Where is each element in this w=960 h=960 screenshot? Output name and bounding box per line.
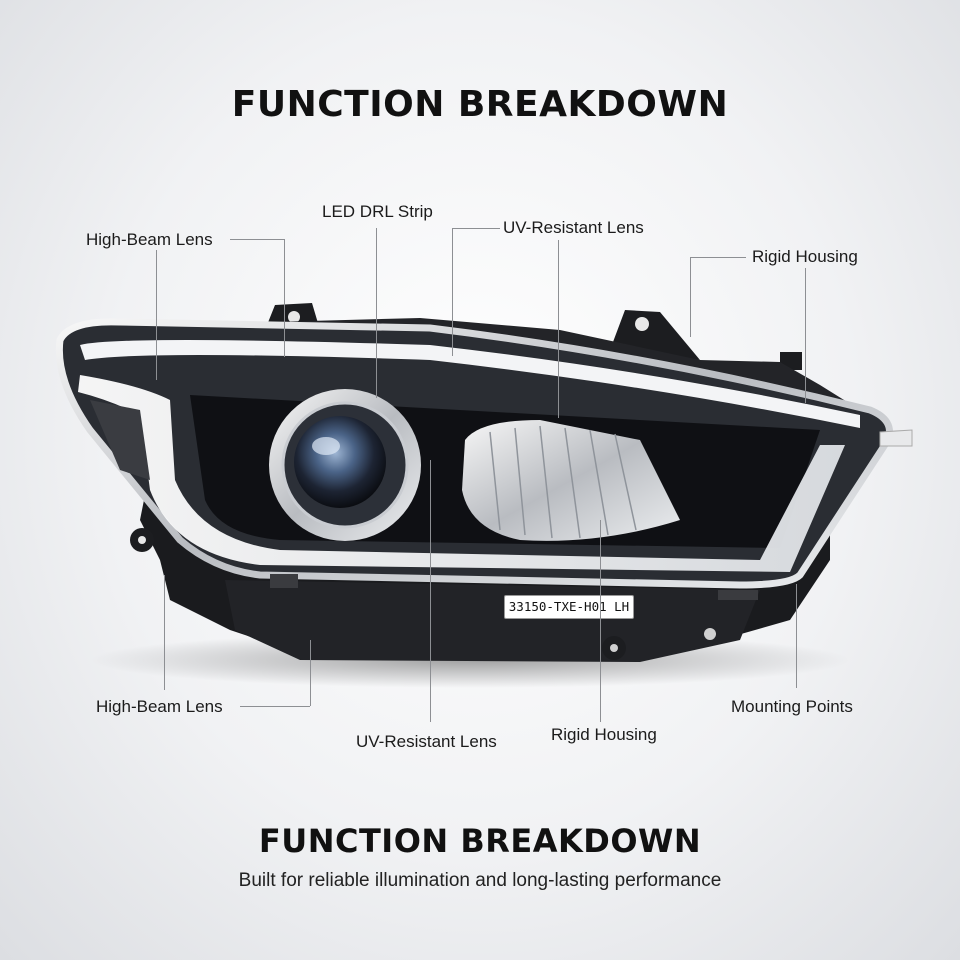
mounting-hole — [288, 311, 300, 323]
leader-line — [430, 460, 431, 722]
leader-line — [452, 228, 500, 229]
callout-uv-resistant-lens-top: UV-Resistant Lens — [503, 218, 644, 237]
leader-line — [310, 640, 311, 706]
leader-line — [796, 584, 797, 688]
callout-rigid-housing-top: Rigid Housing — [752, 247, 858, 266]
leader-line — [805, 268, 806, 403]
side-mesh — [90, 400, 150, 480]
callout-led-drl-strip: LED DRL Strip — [322, 202, 433, 221]
callout-mounting-points: Mounting Points — [731, 697, 853, 716]
upper-drl-band — [80, 340, 860, 428]
leader-line — [690, 257, 691, 337]
projector-lens — [294, 416, 386, 508]
leader-line — [690, 257, 746, 258]
connector — [718, 590, 758, 600]
callout-high-beam-lens-bottom: High-Beam Lens — [96, 697, 223, 716]
leader-line — [600, 520, 601, 722]
side-marker — [879, 429, 913, 447]
part-number-label: 33150-TXE-H01 LH — [504, 595, 634, 619]
footer-title: FUNCTION BREAKDOWN — [258, 822, 702, 860]
leader-line — [452, 228, 453, 356]
callout-rigid-housing-bottom: Rigid Housing — [551, 725, 657, 744]
leader-line — [284, 239, 285, 357]
leader-line — [230, 239, 284, 240]
leader-line — [376, 228, 377, 398]
mounting-hole — [635, 317, 649, 331]
connector — [270, 574, 298, 588]
mounting-bolt — [704, 628, 716, 640]
callout-high-beam-lens-top: High-Beam Lens — [86, 230, 213, 249]
leader-line — [156, 250, 157, 380]
reflector-ridges — [489, 425, 637, 539]
leader-line — [558, 240, 559, 418]
leader-line — [240, 706, 310, 707]
callout-uv-resistant-lens-bottom: UV-Resistant Lens — [356, 732, 497, 751]
drl-strip — [78, 375, 845, 572]
leader-line — [164, 575, 165, 690]
lower-housing — [225, 580, 760, 662]
page-title: FUNCTION BREAKDOWN — [231, 84, 729, 125]
footer-subtitle: Built for reliable illumination and long… — [238, 870, 722, 891]
